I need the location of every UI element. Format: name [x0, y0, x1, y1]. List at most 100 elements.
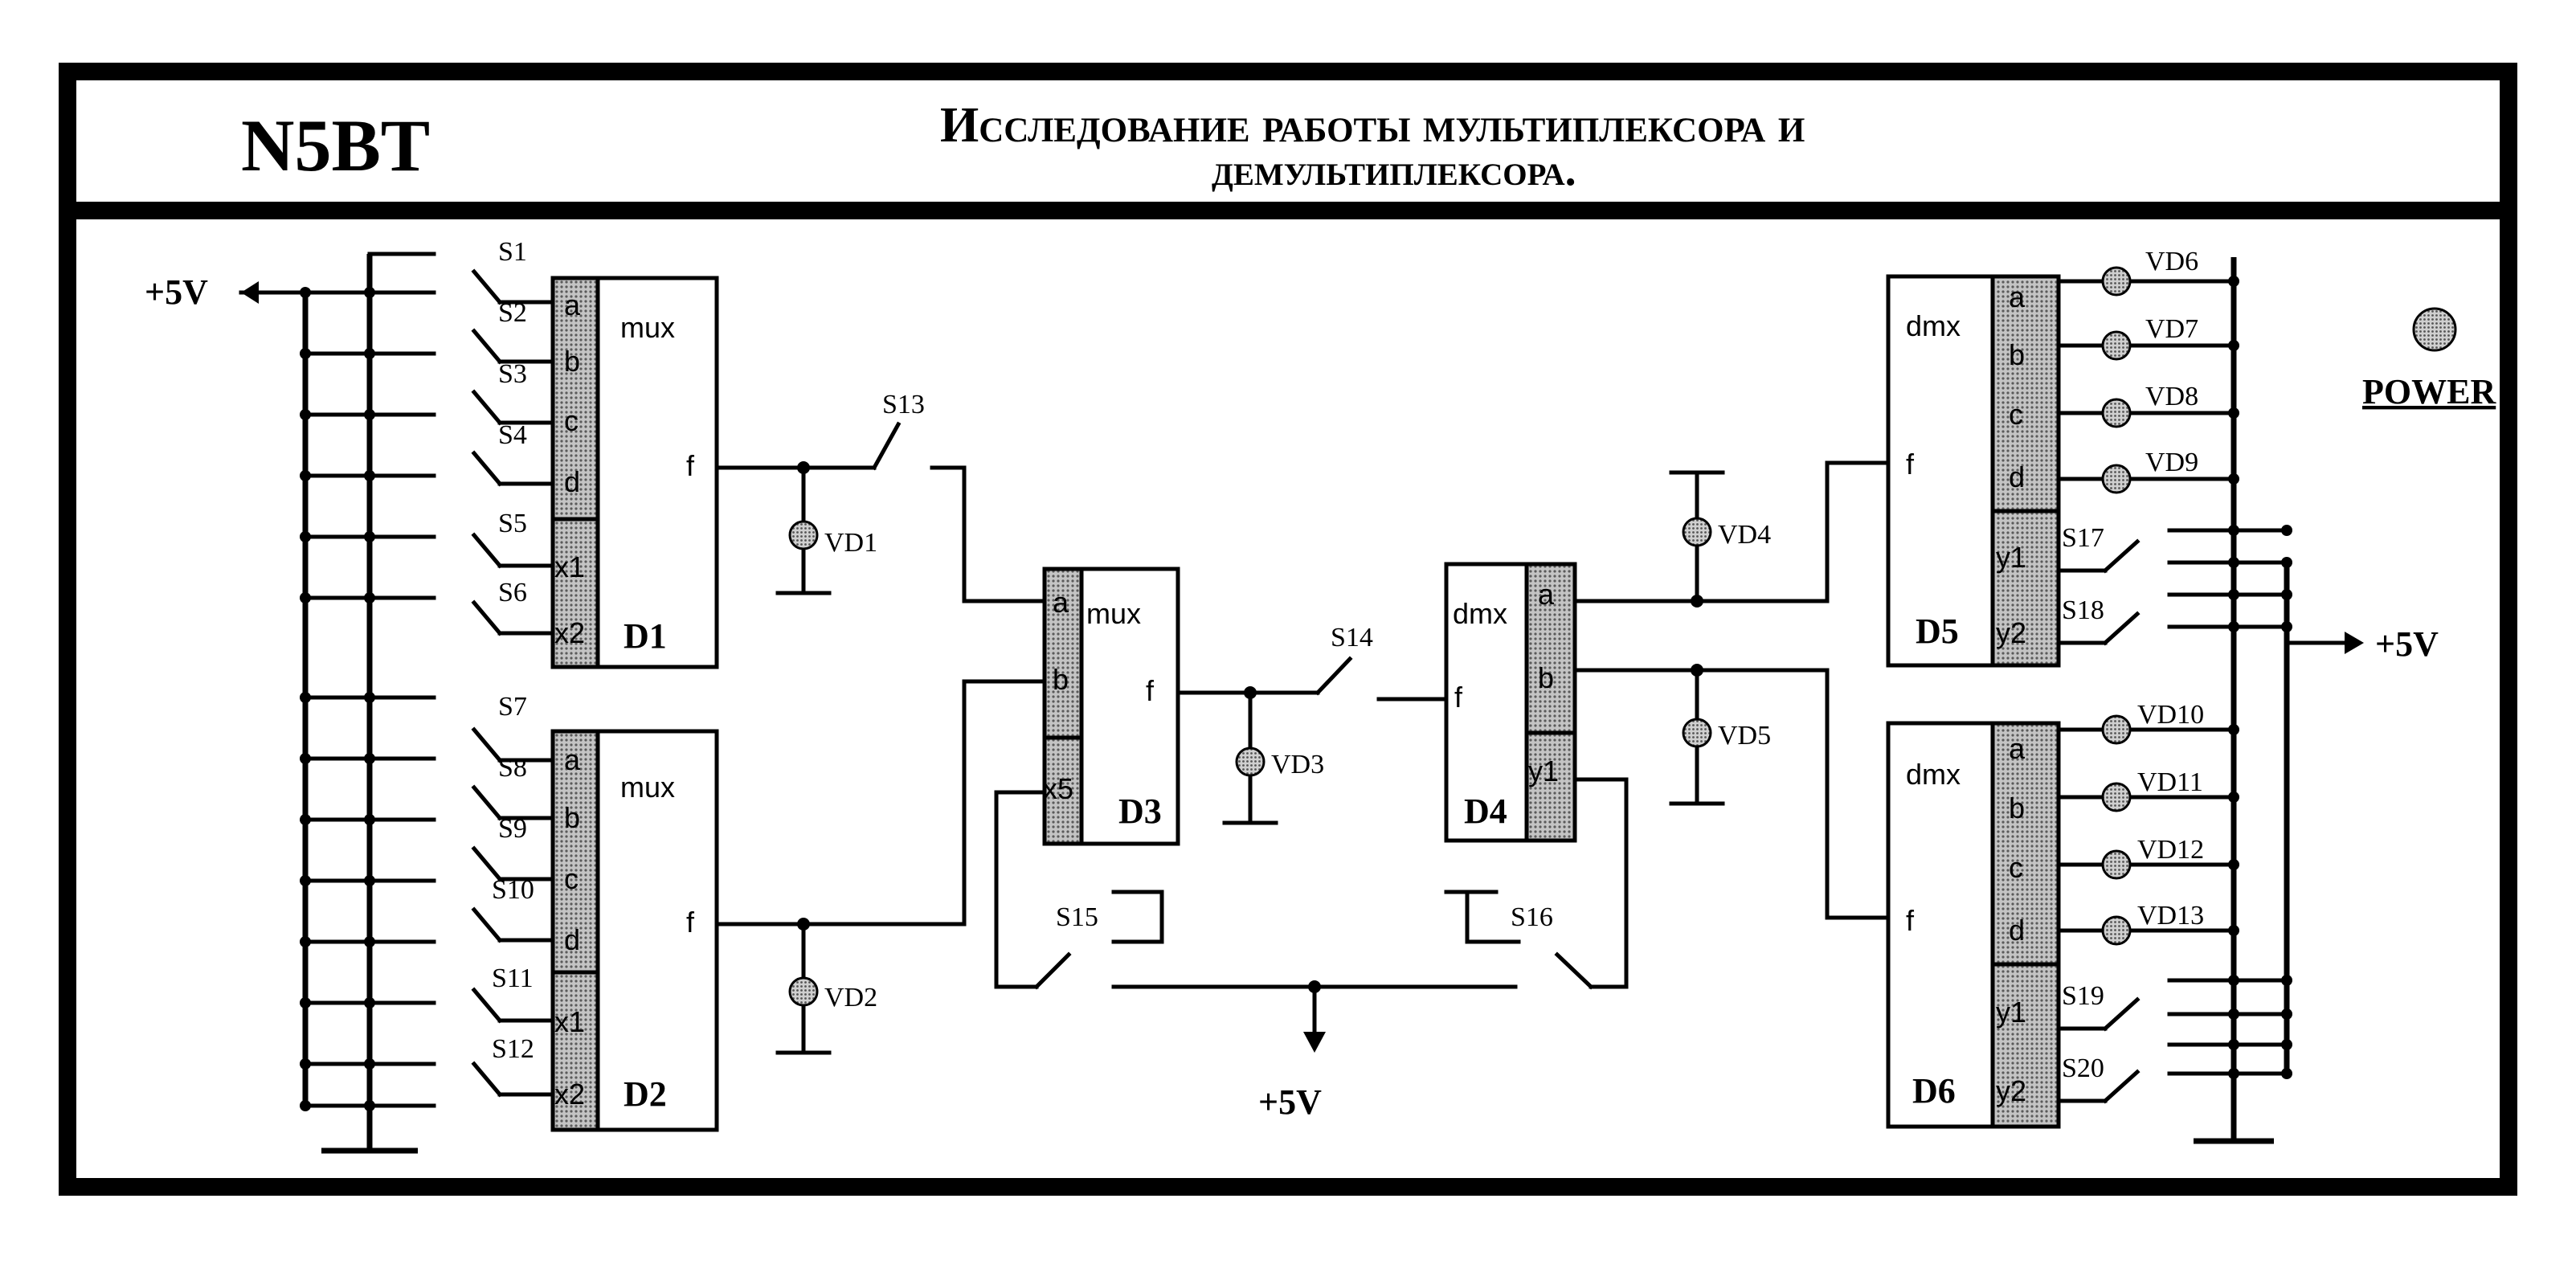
switch-S2[interactable] — [471, 328, 555, 365]
svg-text:a: a — [2009, 280, 2026, 313]
chip-D3-label: D3 — [1118, 792, 1162, 831]
switch-S1[interactable] — [471, 268, 555, 305]
svg-text:c: c — [2009, 398, 2023, 431]
svg-text:b: b — [1053, 663, 1069, 696]
switch-label-S2: S2 — [498, 298, 527, 328]
chip-D5: dmx a b c d y1 y2 f D5 — [1886, 274, 2061, 668]
switch-S7[interactable] — [471, 726, 555, 763]
svg-text:a: a — [1053, 586, 1069, 619]
svg-text:a: a — [564, 743, 581, 776]
chip-D5-type: dmx — [1906, 309, 1961, 342]
switch-S12[interactable] — [471, 1061, 555, 1098]
chip-D6-type: dmx — [1906, 758, 1961, 791]
svg-text:a: a — [2009, 732, 2026, 765]
supply-bottom-label: +5V — [1258, 1082, 1322, 1122]
switch-label-S20: S20 — [2062, 1053, 2104, 1083]
switch-S3[interactable] — [471, 389, 555, 426]
switch-S17[interactable] — [2056, 538, 2141, 574]
panel-title-line1: Исследование работы мультиплексора и — [940, 98, 1805, 153]
svg-text:y1: y1 — [1528, 755, 1559, 787]
led-VD12-icon — [2101, 849, 2132, 880]
d1-output-net — [714, 421, 1047, 603]
d3-enable-net: +5V — [994, 790, 1518, 1122]
switch-label-S9: S9 — [498, 814, 527, 844]
led-VD7-icon — [2101, 330, 2132, 361]
switch-S6[interactable] — [471, 599, 555, 636]
switch-label-S4: S4 — [498, 420, 527, 450]
right-supply-bus: +5V — [2194, 257, 2439, 1144]
switch-S9[interactable] — [471, 845, 555, 882]
arrow-left-icon — [241, 281, 259, 304]
switch-S19[interactable] — [2056, 996, 2141, 1032]
switch-S11[interactable] — [471, 987, 555, 1024]
svg-text:d: d — [2009, 460, 2025, 493]
arrow-down-icon — [1303, 1032, 1326, 1053]
led-VD6-icon — [2101, 266, 2132, 297]
switch-label-S11: S11 — [492, 963, 534, 993]
svg-text:c: c — [2009, 851, 2023, 884]
chip-D3: mux a b x5 f D3 — [1042, 567, 1180, 846]
svg-text:c: c — [564, 862, 579, 895]
power-led-icon — [2412, 307, 2457, 352]
chip-D3-type: mux — [1086, 597, 1141, 630]
svg-text:d: d — [564, 923, 580, 956]
power-label: POWER — [2362, 372, 2496, 411]
switch-label-S16: S16 — [1511, 902, 1553, 932]
switch-S4[interactable] — [471, 450, 555, 487]
chip-D6-label: D6 — [1912, 1071, 1956, 1111]
led-VD2-icon — [788, 976, 819, 1007]
chip-D4-type: dmx — [1453, 597, 1507, 630]
svg-text:f: f — [686, 449, 695, 482]
d3-output-net — [1176, 656, 1449, 825]
svg-text:x1: x1 — [554, 550, 585, 583]
led-VD3-icon — [1235, 747, 1266, 777]
switch-S18[interactable] — [2056, 611, 2141, 646]
switch-label-S6: S6 — [498, 578, 527, 607]
svg-text:c: c — [564, 404, 579, 437]
chip-D2-type: mux — [620, 771, 675, 804]
switch-label-S19: S19 — [2062, 981, 2104, 1011]
labels: S1 S2 S3 S4 S5 S6 S7 S8 S9 S10 S11 S12 S… — [492, 237, 2204, 1083]
svg-text:d: d — [2009, 914, 2025, 947]
switch-label-S12: S12 — [492, 1034, 534, 1064]
d4-enable-net — [1444, 777, 1629, 990]
chip-D4-label: D4 — [1464, 792, 1507, 831]
chip-D5-label: D5 — [1916, 612, 1959, 651]
d2-output-net — [714, 679, 1047, 1055]
switch-label-S1: S1 — [498, 237, 527, 267]
led-label-VD7: VD7 — [2145, 314, 2198, 344]
switch-label-S13: S13 — [882, 390, 925, 419]
chip-D2: mux a b c d x1 x2 f D2 — [550, 729, 719, 1132]
switch-S10[interactable] — [471, 906, 555, 943]
arrow-right-icon — [2345, 632, 2364, 654]
chip-D6: dmx a b c d y1 y2 f D6 — [1886, 721, 2061, 1129]
svg-text:f: f — [1906, 448, 1915, 481]
svg-text:a: a — [564, 288, 581, 321]
switch-S20[interactable] — [2056, 1069, 2141, 1104]
svg-text:y1: y1 — [1996, 541, 2026, 574]
panel-code: N5BT — [241, 104, 430, 186]
switch-label-S7: S7 — [498, 692, 527, 722]
svg-text:f: f — [1146, 674, 1155, 707]
chip-D1: mux a b c d x1 x2 f D1 — [550, 276, 719, 669]
switch-label-S18: S18 — [2062, 595, 2104, 625]
chip-D1-label: D1 — [624, 616, 667, 656]
led-label-VD8: VD8 — [2145, 382, 2198, 411]
led-label-VD1: VD1 — [824, 528, 877, 558]
switch-label-S8: S8 — [498, 753, 527, 783]
svg-text:f: f — [1906, 904, 1915, 937]
svg-text:y2: y2 — [1996, 1074, 2026, 1107]
led-label-VD4: VD4 — [1718, 520, 1771, 550]
chip-D1-type: mux — [620, 311, 675, 344]
svg-text:y2: y2 — [1996, 616, 2026, 649]
led-label-VD13: VD13 — [2137, 901, 2204, 931]
chip-D4: dmx a b y1 f D4 — [1444, 562, 1577, 843]
svg-text:b: b — [2009, 338, 2025, 371]
switch-label-S15: S15 — [1056, 902, 1098, 932]
switch-S5[interactable] — [471, 532, 555, 569]
led-label-VD2: VD2 — [824, 983, 877, 1012]
led-label-VD5: VD5 — [1718, 721, 1771, 751]
panel-border — [59, 63, 2517, 1196]
switch-S8[interactable] — [471, 784, 555, 821]
